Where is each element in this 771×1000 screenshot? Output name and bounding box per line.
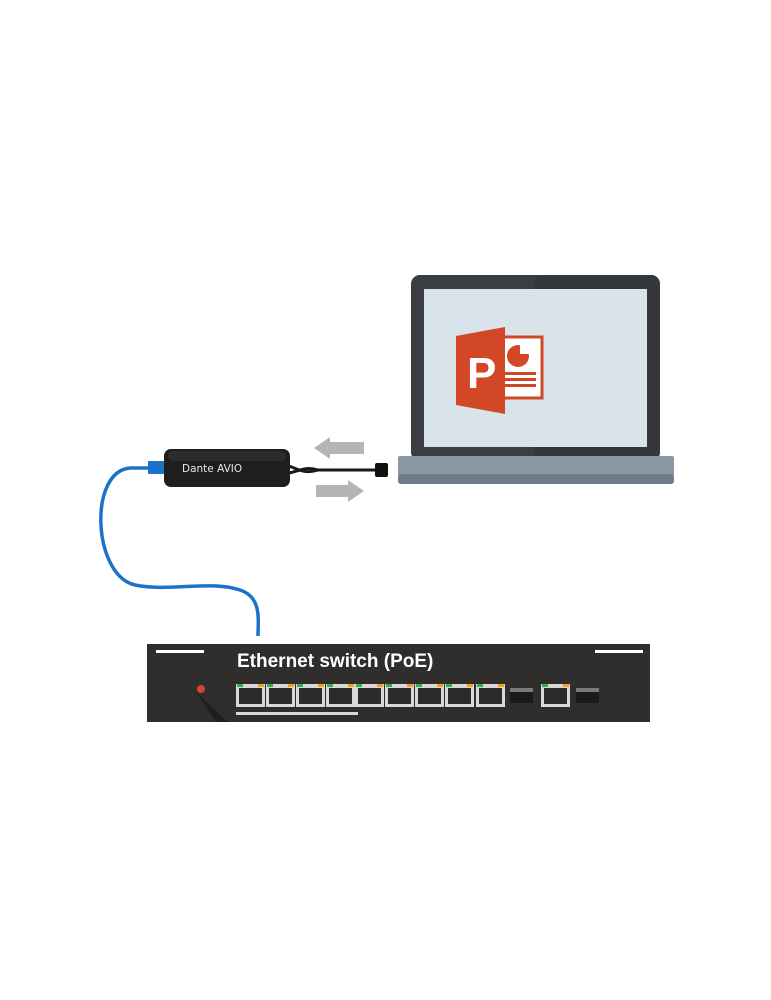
port-socket	[388, 688, 411, 704]
powerpoint-letter: P	[467, 349, 496, 398]
port-led-activity	[288, 684, 294, 687]
port-led-link	[267, 684, 273, 687]
rj45-port	[445, 684, 474, 707]
switch-stripe-left	[156, 650, 204, 653]
port-led-activity	[467, 684, 473, 687]
port-socket	[448, 688, 471, 704]
arrow-right-icon	[316, 480, 364, 502]
dante-avio-adapter	[164, 449, 290, 487]
rj45-port	[236, 684, 265, 707]
powerpoint-line-2	[500, 378, 536, 381]
port-led-activity	[348, 684, 354, 687]
sfp-port	[510, 688, 533, 703]
port-socket	[544, 688, 567, 704]
port-led-link	[477, 684, 483, 687]
port-led-link	[542, 684, 548, 687]
rj45-port	[296, 684, 325, 707]
adapter-top-shade	[168, 451, 286, 461]
adapter-label: Dante AVIO	[182, 463, 243, 475]
port-socket	[418, 688, 441, 704]
ethernet-switch	[147, 644, 650, 722]
port-led-activity	[377, 684, 383, 687]
port-led-link	[386, 684, 392, 687]
sfp-lip	[576, 688, 599, 692]
port-led-link	[327, 684, 333, 687]
arrow-left-icon	[314, 437, 364, 459]
port-led-link	[416, 684, 422, 687]
port-led-activity	[437, 684, 443, 687]
switch-body	[147, 644, 650, 722]
usb-cable-split	[288, 467, 319, 475]
port-led-activity	[407, 684, 413, 687]
laptop	[398, 275, 674, 484]
sfp-lip	[510, 688, 533, 692]
data-flow-arrows	[314, 437, 364, 502]
switch-label: Ethernet switch (PoE)	[237, 651, 434, 672]
port-led-activity	[498, 684, 504, 687]
rj45-port	[385, 684, 414, 707]
rj45-port	[415, 684, 444, 707]
powerpoint-tile	[456, 327, 505, 414]
port-socket	[269, 688, 292, 704]
power-led	[197, 685, 205, 693]
port-led-link	[237, 684, 243, 687]
port-socket	[329, 688, 352, 704]
usb-cable	[288, 463, 388, 477]
port-led-link	[356, 684, 362, 687]
port-led-activity	[563, 684, 569, 687]
port-led-activity	[258, 684, 264, 687]
switch-stripe-right	[595, 650, 643, 653]
powerpoint-line-1	[500, 372, 536, 375]
rj45-port	[326, 684, 355, 707]
ethernet-cable-line	[99, 466, 261, 637]
rj45-port	[476, 684, 505, 707]
powerpoint-line-3	[500, 384, 536, 387]
port-socket	[358, 688, 381, 704]
port-socket	[239, 688, 262, 704]
switch-ports	[236, 684, 599, 707]
poe-underline	[236, 712, 358, 715]
port-led-link	[297, 684, 303, 687]
port-led-activity	[318, 684, 324, 687]
rj45-port	[541, 684, 570, 707]
port-socket	[299, 688, 322, 704]
laptop-base-bottom	[398, 474, 674, 484]
sfp-port	[576, 688, 599, 703]
rj45-port	[355, 684, 384, 707]
powerpoint-pie-slice	[520, 343, 531, 354]
rj45-plug	[148, 461, 164, 474]
usb-plug	[375, 463, 388, 477]
port-led-link	[446, 684, 452, 687]
powerpoint-icon: P	[456, 327, 544, 414]
switch-shadow	[196, 692, 228, 722]
rj45-port	[266, 684, 295, 707]
laptop-base	[398, 456, 674, 477]
port-socket	[479, 688, 502, 704]
ethernet-cable	[99, 461, 261, 637]
